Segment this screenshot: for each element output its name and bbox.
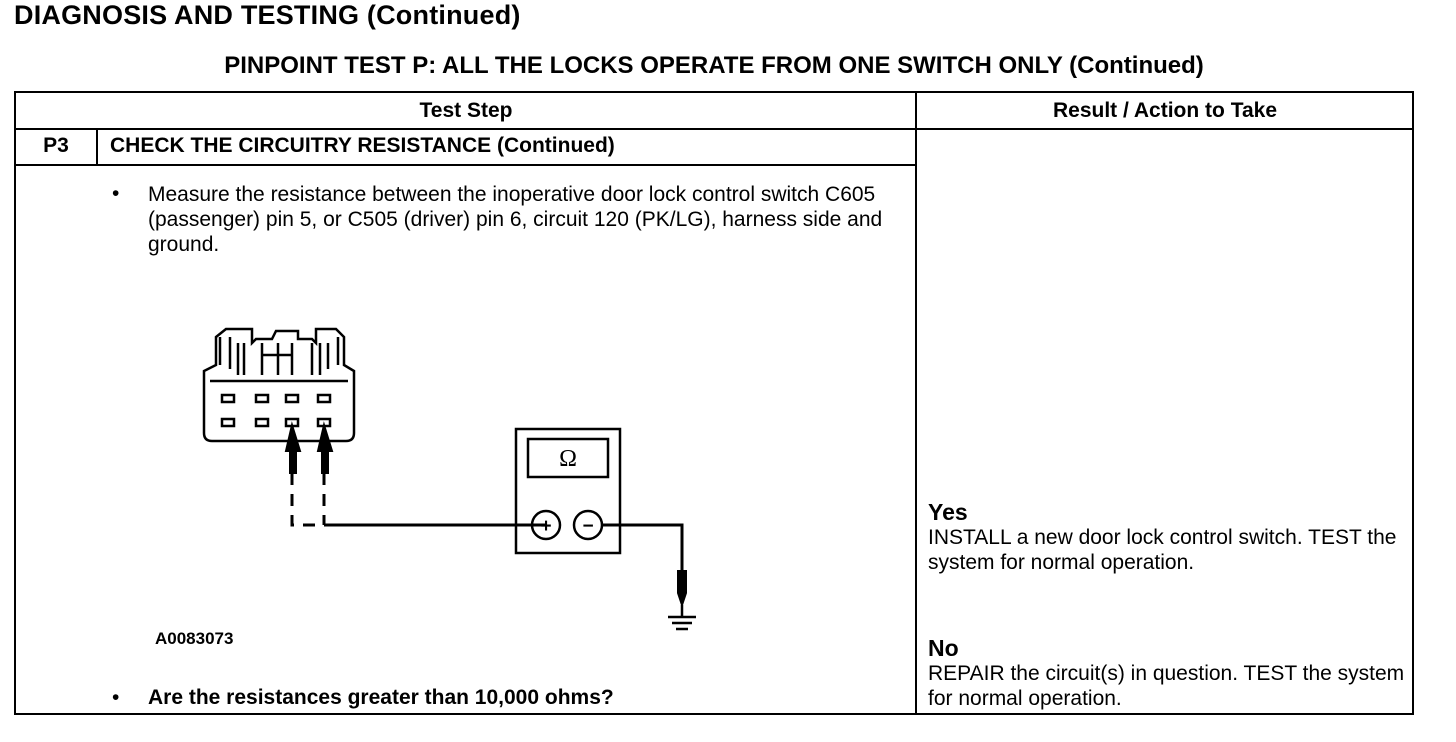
page-title: DIAGNOSIS AND TESTING (Continued) [14, 0, 521, 30]
step-id: P3 [16, 128, 98, 164]
result-yes-label: Yes [928, 499, 968, 525]
meter-minus-terminal: − [582, 516, 593, 537]
result-no-label: No [928, 635, 959, 661]
step-name: CHECK THE CIRCUITRY RESISTANCE (Continue… [110, 134, 615, 157]
instruction-bullet: • [112, 182, 120, 205]
ground-lead [602, 523, 684, 571]
ground-probe-icon [677, 570, 687, 609]
connector-icon [202, 327, 356, 443]
connector-ohmmeter-diagram: Ω + − [202, 327, 696, 631]
column-divider [915, 93, 917, 713]
question-bullet: • [112, 686, 120, 709]
header-result-action: Result / Action to Take [1052, 99, 1278, 122]
probe-icon [284, 421, 334, 474]
table-header-row: Test Step Result / Action to Take [16, 93, 1412, 130]
ground-symbol-icon [668, 605, 696, 631]
figure-id: A0083073 [155, 629, 234, 648]
probe-leads [290, 473, 546, 527]
pinpoint-test-title: PINPOINT TEST P: ALL THE LOCKS OPERATE F… [224, 52, 1204, 79]
meter-plus-terminal: + [540, 516, 551, 537]
test-table: Test Step Result / Action to Take P3 CHE… [14, 91, 1414, 715]
step-row: P3 CHECK THE CIRCUITRY RESISTANCE (Conti… [16, 128, 916, 166]
result-no-text: REPAIR the circuit(s) in question. TEST … [928, 662, 1405, 710]
meter-ohm-symbol: Ω [559, 446, 577, 472]
header-test-step: Test Step [419, 99, 513, 122]
instruction-text: Measure the resistance between the inope… [148, 183, 883, 256]
question-text: Are the resistances greater than 10,000 … [148, 686, 614, 709]
result-yes-text: INSTALL a new door lock control switch. … [928, 526, 1397, 574]
